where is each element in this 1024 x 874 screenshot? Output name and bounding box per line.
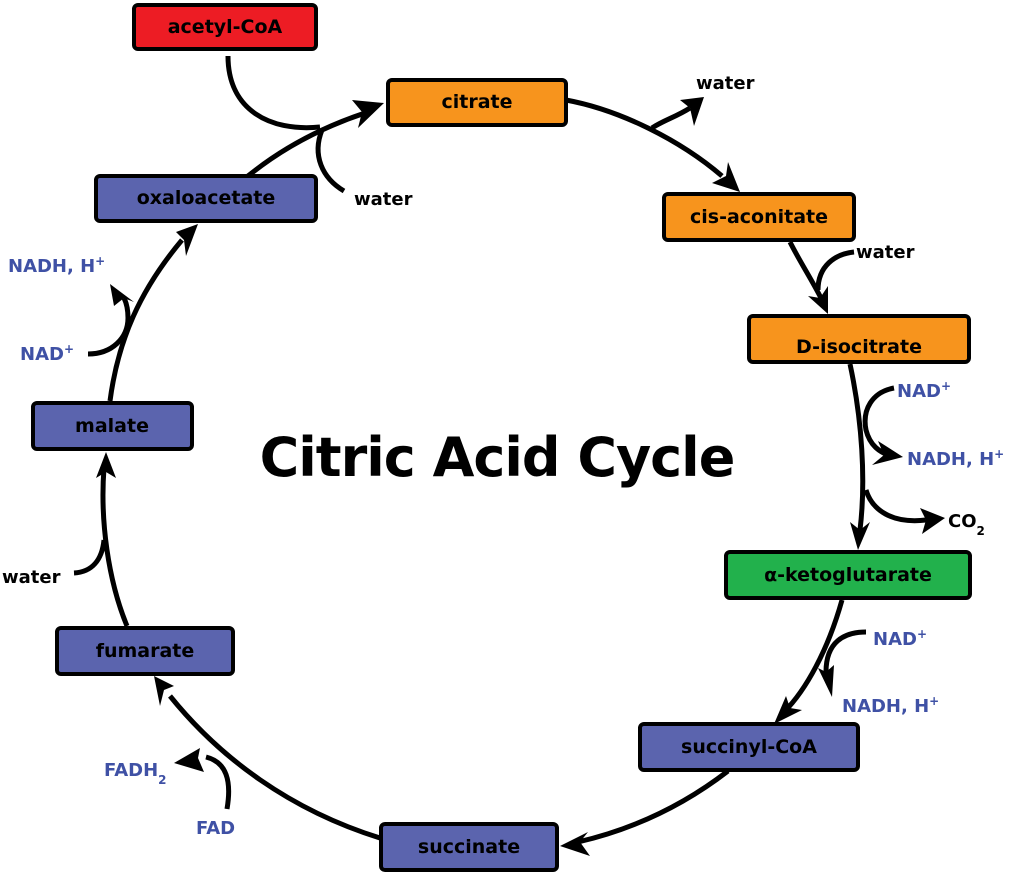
d-isocitrate-label: D-isocitrate [796, 336, 922, 358]
arrowhead-oxaloacetate [176, 224, 198, 256]
arrow-isocitrate-to-ketoglutarate [847, 363, 866, 531]
arrowhead-co2 [920, 508, 945, 534]
arrowhead-malate [96, 452, 116, 478]
oxaloacetate-label: oxaloacetate [137, 187, 276, 209]
node-fumarate: fumarate [55, 626, 235, 676]
diagram-title: Citric Acid Cycle [260, 426, 735, 489]
fumarate-label: fumarate [96, 640, 195, 662]
fadh2-label: FADH2 [104, 760, 167, 787]
arrowhead-nadh-malate [110, 284, 134, 306]
succinate-box [379, 822, 559, 872]
node-malate: malate [31, 401, 194, 451]
arrowhead-succinyl-coa [774, 696, 802, 724]
cis-aconitate-box [662, 192, 856, 242]
node-d-isocitrate: D-isocitrate [747, 314, 971, 364]
arrowhead-succinate [560, 832, 590, 856]
nad-label-ketoglutarate: NAD+ [873, 627, 927, 650]
arrow-nad-in-ketoglutarate [823, 629, 867, 673]
arrowhead-ketoglutarate [850, 522, 870, 550]
fad-label: FAD [196, 818, 235, 839]
arrow-cis-aconitate-to-isocitrate [787, 240, 825, 302]
arrow-nad-in-isocitrate [862, 385, 895, 459]
nadh-label-malate: NADH, H+ [8, 254, 105, 277]
fumarate-box [55, 626, 235, 676]
node-acetyl-coa: acetyl-CoA [132, 3, 318, 51]
arrow-citrate-to-cis-aconitate [565, 97, 724, 178]
node-cis-aconitate: cis-aconitate [662, 192, 856, 242]
arrow-water-in-aconitate [815, 249, 855, 291]
arrow-ketoglutarate-to-succinyl-coa [782, 599, 845, 714]
arrowhead-water-out [680, 97, 704, 126]
water-label-aconitate-in: water [856, 242, 915, 263]
arrow-succinyl-coa-to-succinate [577, 769, 730, 845]
alpha-ketoglutarate-label: α-ketoglutarate [764, 564, 932, 586]
arrow-succinate-to-fumarate [168, 694, 381, 841]
arrow-fad-in [205, 754, 232, 810]
d-isocitrate-box [747, 314, 971, 364]
node-alpha-ketoglutarate: α-ketoglutarate [724, 550, 972, 600]
arrowhead-cis-aconitate [712, 162, 740, 192]
nad-label-isocitrate: NAD+ [897, 379, 951, 402]
alpha-ketoglutarate-box [724, 550, 972, 600]
nadh-label-ketoglutarate: NADH, H+ [842, 694, 939, 717]
malate-box [31, 401, 194, 451]
arrowhead-nadh-isocitrate [872, 441, 903, 465]
water-label-fumarate-in: water [2, 567, 61, 588]
nadh-label-isocitrate: NADH, H+ [907, 447, 1004, 470]
succinate-label: succinate [418, 836, 520, 858]
node-succinyl-coa: succinyl-CoA [638, 722, 860, 772]
arrowhead-fadh2 [174, 748, 204, 772]
acetyl-coa-box [132, 3, 318, 51]
arrowhead-citrate [352, 100, 384, 128]
arrow-water-in-fumarate [73, 539, 107, 576]
arrow-water-out-citrate [650, 105, 692, 131]
arrow-nad-in-malate [87, 296, 131, 357]
arrow-oxaloacetate-to-citrate [246, 110, 366, 178]
node-oxaloacetate: oxaloacetate [94, 174, 318, 223]
nad-label-malate: NAD+ [20, 342, 74, 365]
arrow-co2-out [863, 489, 927, 524]
succinyl-coa-label: succinyl-CoA [681, 736, 817, 758]
node-succinate: succinate [379, 822, 559, 872]
arrow-acetyl-coa-to-citrate [225, 55, 321, 131]
arrowhead-isocitrate [808, 286, 828, 314]
citrate-box [386, 78, 568, 127]
water-label-citrate-out: water [696, 73, 755, 94]
succinyl-coa-box [638, 722, 860, 772]
cis-aconitate-label: cis-aconitate [690, 206, 828, 228]
oxaloacetate-box [94, 174, 318, 223]
citrate-label: citrate [441, 91, 512, 113]
arrow-fumarate-to-malate [100, 467, 130, 627]
arrowhead-nadh-ketoglutarate [818, 665, 834, 697]
malate-label: malate [75, 415, 149, 437]
water-label-citrate-in: water [354, 189, 413, 210]
arrow-malate-to-oxaloacetate [107, 238, 184, 402]
node-citrate: citrate [386, 78, 568, 127]
co2-label: CO2 [948, 511, 985, 538]
arrowhead-fumarate [154, 676, 174, 706]
arrow-water-in-citrate [315, 129, 346, 194]
acetyl-coa-label: acetyl-CoA [168, 16, 283, 38]
